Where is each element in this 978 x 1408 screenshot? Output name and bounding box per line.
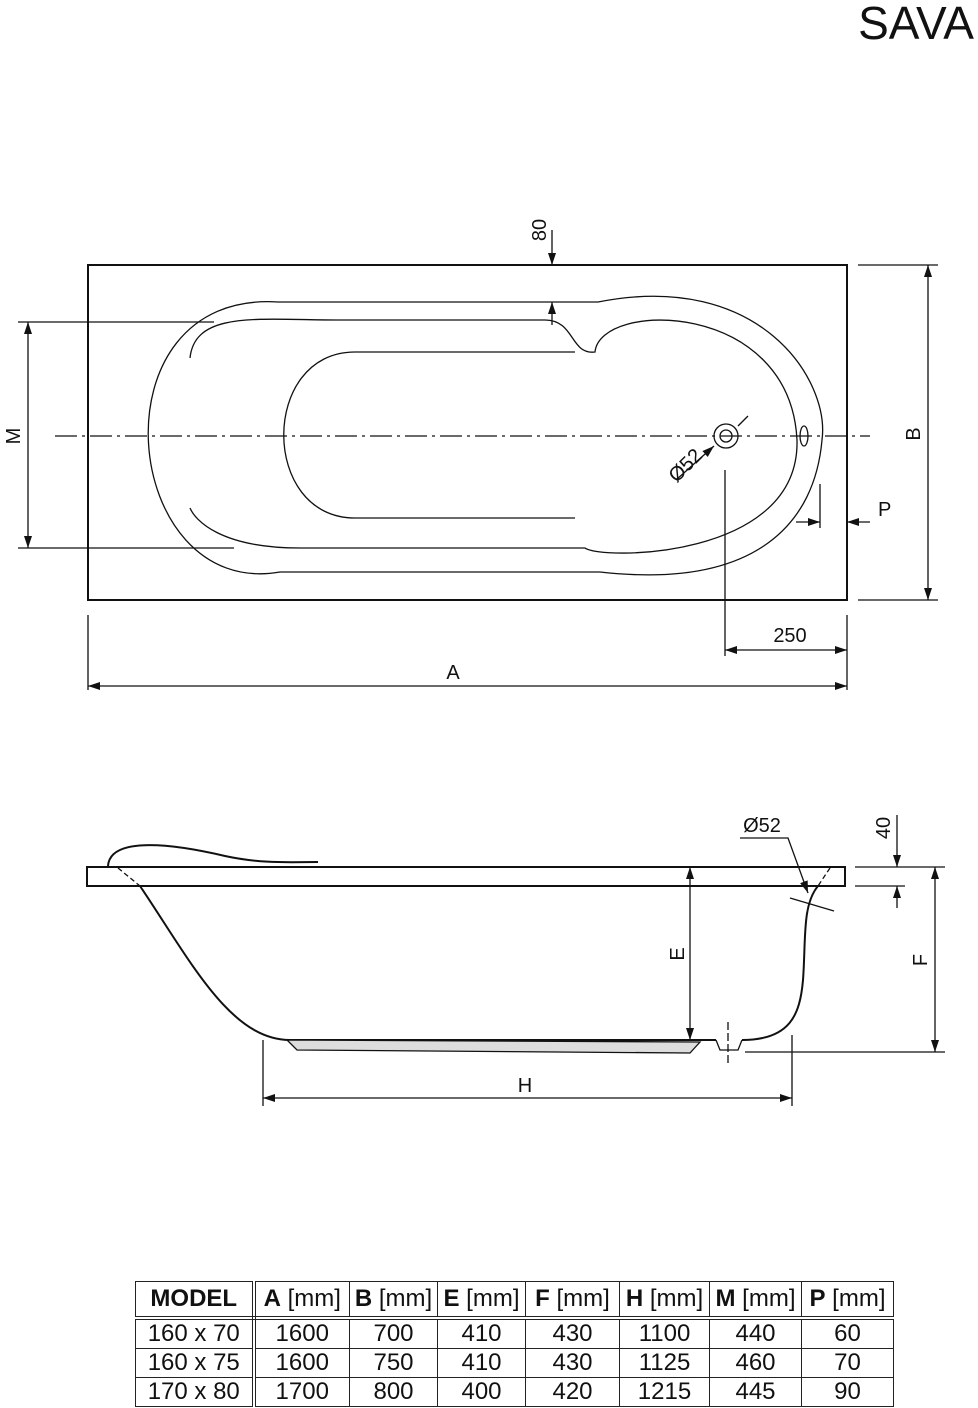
cell: 160 x 75	[135, 1348, 256, 1378]
header-p: P [mm]	[801, 1281, 894, 1320]
side-view: E F 40 Ø52 H	[86, 815, 945, 1106]
cell: 1215	[619, 1377, 710, 1407]
headrest-profile	[107, 844, 319, 867]
cell: 700	[349, 1317, 438, 1349]
cell: 430	[525, 1317, 620, 1349]
top-view: 80 M B P Ø52 250 A	[3, 219, 938, 690]
cell: 1600	[253, 1348, 350, 1378]
bathtub-rim-side	[86, 866, 846, 887]
cell: 445	[709, 1377, 802, 1407]
cell: 1600	[253, 1317, 350, 1349]
header-m: M [mm]	[709, 1281, 802, 1320]
basin-floor-contour	[283, 351, 575, 519]
cell: 1100	[619, 1317, 710, 1349]
dim-F-label: F	[910, 954, 932, 966]
bathtub-body-profile	[139, 885, 819, 1041]
cell: 410	[437, 1317, 526, 1349]
cell: 60	[801, 1317, 894, 1349]
floor-plate	[285, 1039, 702, 1054]
cell: 430	[525, 1348, 620, 1378]
cell: 440	[709, 1317, 802, 1349]
dim-B-label: B	[903, 427, 925, 440]
dim-250-label: 250	[773, 625, 806, 647]
header-f: F [mm]	[525, 1281, 620, 1320]
drain-foot	[715, 1039, 743, 1051]
cell: 750	[349, 1348, 438, 1378]
dim-E-label: E	[667, 947, 689, 960]
cell: 400	[437, 1377, 526, 1407]
dim-A-label: A	[446, 662, 460, 684]
basin-inner-contour	[189, 318, 798, 554]
table-header-row: MODEL A [mm] B [mm] E [mm] F [mm] H [mm]…	[135, 1281, 894, 1320]
cell: 460	[709, 1348, 802, 1378]
dim-80-label: 80	[529, 219, 551, 241]
header-e: E [mm]	[437, 1281, 526, 1320]
product-title: SAVA	[858, 0, 974, 49]
cell: 1125	[619, 1348, 710, 1378]
cell: 70	[801, 1348, 894, 1378]
cell: 1700	[253, 1377, 350, 1407]
header-model: MODEL	[135, 1281, 256, 1320]
dim-40-label: 40	[873, 817, 895, 839]
header-h: H [mm]	[619, 1281, 710, 1320]
drain-diameter-top-label: Ø52	[665, 445, 707, 487]
cell: 420	[525, 1377, 620, 1407]
overflow-icon	[799, 425, 809, 447]
cell: 800	[349, 1377, 438, 1407]
bathtub-outline-top	[87, 264, 848, 601]
cell: 90	[801, 1377, 894, 1407]
dim-H-label: H	[518, 1075, 532, 1097]
header-a: A [mm]	[253, 1281, 350, 1320]
dimensions-table: MODEL A [mm] B [mm] E [mm] F [mm] H [mm]…	[135, 1281, 894, 1407]
dim-P-label: P	[878, 499, 891, 521]
dim-M-label: M	[3, 428, 25, 445]
drain-icon	[713, 423, 739, 449]
drain-diameter-side-label: Ø52	[743, 815, 781, 837]
cell: 160 x 70	[135, 1317, 256, 1349]
header-b: B [mm]	[349, 1281, 438, 1320]
cell: 170 x 80	[135, 1377, 256, 1407]
basin-outer-contour	[147, 295, 824, 576]
cell: 410	[437, 1348, 526, 1378]
